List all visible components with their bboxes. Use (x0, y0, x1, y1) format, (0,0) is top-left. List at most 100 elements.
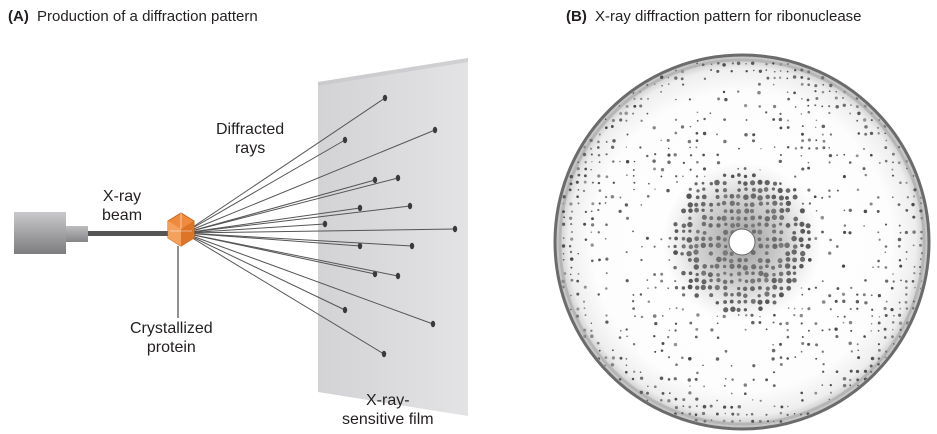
pattern-spot (715, 242, 722, 249)
pattern-spot (668, 308, 671, 310)
pattern-spot (772, 104, 777, 109)
film-spot (372, 270, 378, 278)
pattern-spot (842, 321, 845, 324)
pattern-spot (765, 69, 768, 71)
pattern-spot (590, 322, 593, 324)
pattern-spot (687, 257, 692, 262)
pattern-spot (892, 273, 894, 275)
pattern-spot (583, 174, 587, 178)
pattern-spot (716, 336, 720, 339)
pattern-spot (869, 202, 873, 206)
pattern-spot (661, 315, 664, 317)
pattern-spot (687, 139, 692, 144)
pattern-spot (653, 83, 656, 85)
pattern-spot (625, 251, 628, 254)
pattern-spot (842, 299, 846, 303)
pattern-spot (715, 301, 720, 305)
pattern-spot (756, 278, 762, 283)
pattern-spot (829, 83, 833, 88)
pattern-spot (724, 349, 728, 353)
pattern-spot (828, 147, 830, 149)
pattern-spot (904, 300, 908, 304)
pattern-spot (654, 153, 657, 156)
pattern-spot (906, 196, 910, 199)
pattern-spot (842, 383, 847, 388)
pattern-spot (878, 119, 881, 121)
ray-line (183, 228, 456, 234)
pattern-spot (757, 294, 761, 298)
pattern-spot (610, 145, 615, 149)
pattern-spot (759, 169, 761, 171)
pattern-spot (694, 377, 698, 381)
pattern-spot (772, 272, 776, 277)
ray-line (183, 232, 385, 355)
pattern-spot (570, 237, 574, 241)
pattern-spot (893, 314, 895, 317)
pattern-spot (834, 327, 838, 331)
pattern-spot (737, 90, 740, 93)
pattern-spot (752, 364, 756, 368)
pattern-spot (899, 328, 902, 332)
pattern-spot (877, 343, 880, 346)
pattern-spot (640, 119, 643, 122)
pattern-spot (660, 349, 664, 352)
pattern-spot (778, 242, 784, 248)
pattern-spot (647, 287, 649, 290)
pattern-spot (723, 118, 726, 121)
pattern-spot (848, 231, 852, 235)
pattern-spot (877, 132, 880, 135)
pattern-spot (863, 377, 868, 381)
pattern-spot (744, 187, 748, 191)
pattern-spot (898, 259, 902, 262)
pattern-spot (828, 111, 831, 115)
pattern-spot (710, 68, 713, 72)
pattern-spot (799, 208, 805, 214)
pattern-spot (771, 223, 777, 228)
pattern-spot (681, 293, 686, 297)
pattern-spot (758, 265, 763, 270)
pattern-spot (570, 294, 572, 297)
pattern-spot (891, 335, 894, 339)
pattern-spot (561, 222, 566, 226)
pattern-spot (913, 195, 916, 198)
pattern-spot (646, 399, 649, 402)
beam-stop-hole (728, 228, 756, 256)
pattern-spot (801, 139, 804, 143)
pattern-spot (745, 69, 748, 73)
pattern-spot (695, 397, 699, 401)
pattern-spot (884, 266, 888, 269)
pattern-spot (730, 293, 734, 297)
pattern-spot (807, 307, 811, 311)
pattern-spot (786, 413, 789, 417)
pattern-spot (723, 194, 728, 199)
pattern-spot (857, 349, 859, 352)
pattern-spot (773, 146, 776, 148)
pattern-spot (799, 221, 805, 227)
pattern-spot (893, 343, 895, 345)
pattern-spot (561, 285, 565, 289)
pattern-spot (674, 76, 678, 80)
pattern-spot (702, 264, 708, 269)
pattern-spot (815, 147, 819, 150)
pattern-spot (714, 284, 720, 291)
pattern-spot (765, 244, 770, 249)
pattern-spot (709, 278, 713, 283)
pattern-spot (702, 167, 707, 171)
pattern-spot (892, 174, 894, 177)
pattern-spot (590, 259, 594, 263)
pattern-spot (898, 301, 901, 304)
pattern-spot (777, 258, 783, 264)
pattern-spot (661, 84, 663, 87)
pattern-spot (814, 322, 818, 326)
pattern-spot (591, 217, 594, 221)
pattern-spot (682, 83, 685, 86)
pattern-spot (696, 62, 699, 65)
pattern-spot (891, 321, 895, 324)
pattern-spot (743, 383, 748, 387)
pattern-spot (744, 208, 750, 214)
pattern-spot (801, 308, 803, 310)
pattern-spot (667, 356, 671, 359)
pattern-spot (577, 202, 580, 205)
pattern-spot (807, 104, 810, 107)
pattern-spot (794, 106, 797, 108)
